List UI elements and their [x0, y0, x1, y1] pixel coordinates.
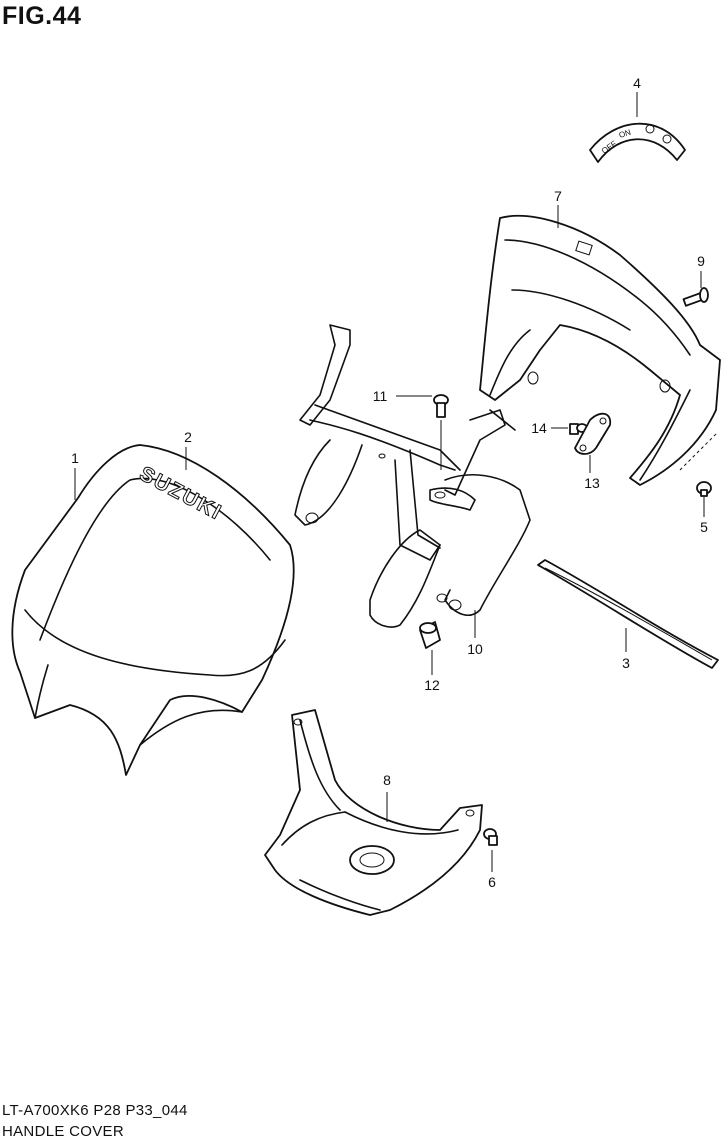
callout-14: 14 [531, 420, 547, 436]
figure-caption: HANDLE COVER [2, 1123, 124, 1140]
part-9-screw[interactable] [682, 287, 709, 307]
part-13-bracket[interactable] [574, 412, 612, 455]
assembly-dash-5 [679, 431, 719, 471]
part-11-bolt[interactable] [433, 394, 449, 470]
part-6-push-rivet[interactable] [483, 828, 498, 846]
part-3-seal-strip[interactable] [537, 559, 719, 669]
part-1-handle-cover-front[interactable] [11, 444, 295, 776]
callout-9: 9 [697, 253, 705, 269]
callout-12: 12 [424, 677, 440, 693]
callout-4: 4 [633, 75, 641, 91]
part-10-bracket[interactable] [294, 324, 531, 628]
callout-2: 2 [184, 429, 192, 445]
callout-6: 6 [488, 874, 496, 890]
model-code: LT-A700XK6 P28 P33_044 [2, 1102, 188, 1119]
part-7-handle-cover-rear[interactable] [479, 214, 721, 486]
callout-10: 10 [467, 641, 483, 657]
callout-3: 3 [622, 655, 630, 671]
part-5-clip[interactable] [696, 481, 712, 497]
callout-11: 11 [373, 388, 388, 404]
callout-1: 1 [71, 450, 79, 466]
callout-5: 5 [700, 519, 708, 535]
callout-7: 7 [554, 188, 562, 204]
part-8-lower-cover[interactable] [264, 709, 483, 916]
callout-13: 13 [584, 475, 600, 491]
callout-8: 8 [383, 772, 391, 788]
switch-label-on: ON [618, 128, 632, 140]
part-12-collar[interactable] [419, 621, 441, 649]
figure-title: FIG.44 [2, 2, 82, 30]
part-4-switch-nameplate[interactable] [589, 122, 686, 163]
